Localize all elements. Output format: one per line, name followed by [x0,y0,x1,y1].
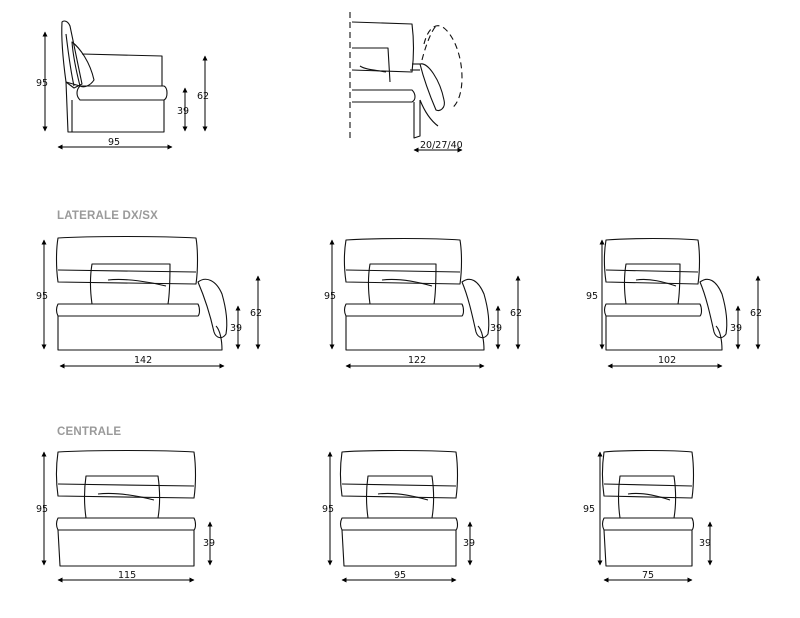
recliner-positions-label: 20/27/40 [420,140,463,151]
centrale-115-width-label: 115 [118,570,136,581]
laterale-122-width-label: 122 [408,355,426,366]
laterale-122-dimensions [329,239,521,369]
recliner-view-drawing [349,12,463,140]
laterale-142-arm-label: 62 [250,308,262,319]
centrale-115-height-label: 95 [36,504,48,515]
laterale-102-seat-label: 39 [730,323,742,334]
side-seat-height-label: 39 [177,106,189,117]
laterale-122-height-label: 95 [324,291,336,302]
laterale-102-height-label: 95 [586,291,598,302]
laterale-module-102 [603,237,728,351]
laterale-122-arm-label: 62 [510,308,522,319]
centrale-module-75 [601,449,695,567]
centrale-95-seat-label: 39 [463,538,475,549]
centrale-115-dimensions [41,451,213,583]
centrale-95-dimensions [327,451,473,583]
laterale-142-height-label: 95 [36,291,48,302]
side-view-drawing [61,20,168,133]
centrale-module-115 [55,449,197,567]
centrale-module-95 [339,449,459,567]
centrale-95-width-label: 95 [394,570,406,581]
centrale-75-height-label: 95 [583,504,595,515]
laterale-142-width-label: 142 [134,355,152,366]
laterale-102-width-label: 102 [658,355,676,366]
section-header-centrale: CENTRALE [57,426,122,438]
laterale-module-122 [343,237,490,351]
laterale-122-seat-label: 39 [490,323,502,334]
centrale-75-seat-label: 39 [699,538,711,549]
laterale-module-142 [55,235,228,351]
laterale-142-seat-label: 39 [230,323,242,334]
centrale-115-seat-label: 39 [203,538,215,549]
centrale-95-height-label: 95 [322,504,334,515]
side-arm-height-label: 62 [197,91,209,102]
side-height-label: 95 [36,78,48,89]
section-header-laterale: LATERALE DX/SX [57,210,158,222]
laterale-102-arm-label: 62 [750,308,762,319]
side-view-dimensions [42,31,208,150]
centrale-75-dimensions [597,451,713,583]
side-depth-label: 95 [108,137,120,148]
laterale-142-dimensions [41,239,261,369]
laterale-102-dimensions [599,239,761,369]
centrale-75-width-label: 75 [642,570,654,581]
